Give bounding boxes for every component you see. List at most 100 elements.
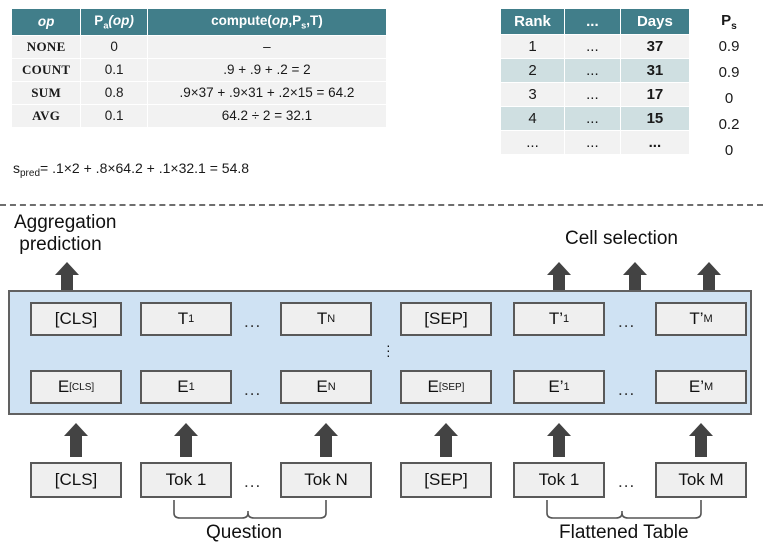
cell-ellipsis: ... bbox=[563, 34, 621, 59]
table-header-row: Rank ... Days bbox=[500, 8, 691, 35]
cell-compute: .9×37 + .9×31 + .2×15 = 64.2 bbox=[146, 80, 388, 105]
table-row: COUNT 0.1 .9 + .9 + .2 = 2 bbox=[10, 57, 388, 82]
cell-op: SUM bbox=[10, 80, 82, 105]
embedding-token-e1-prime: E’1 bbox=[513, 370, 605, 404]
ps-column-header: Ps bbox=[700, 8, 758, 34]
column-header-days: Days bbox=[619, 8, 691, 35]
cell-days: 31 bbox=[619, 58, 691, 83]
cell-days: 37 bbox=[619, 34, 691, 59]
compute-mid: ,P bbox=[288, 13, 302, 28]
cell-selection-arrow-icon bbox=[546, 262, 572, 296]
input-token-cls: [CLS] bbox=[30, 462, 122, 498]
output-token-tm-prime: T’M bbox=[655, 302, 747, 336]
compute-pre: compute( bbox=[211, 13, 272, 28]
flattened-table-brace bbox=[545, 500, 703, 520]
table-row: 1 ... 37 bbox=[500, 34, 691, 59]
token-subscript: 1 bbox=[563, 381, 570, 393]
compute-op: op bbox=[271, 13, 289, 28]
cell-selection-arrow-icon bbox=[622, 262, 648, 296]
table-header-row: op Pa(op) compute(op,Ps,T) bbox=[10, 8, 388, 36]
input-arrow-icon bbox=[546, 423, 572, 457]
table-row: ... ... ... bbox=[500, 130, 691, 155]
pa-tail: (op) bbox=[108, 13, 134, 28]
aggregation-operator-table: op Pa(op) compute(op,Ps,T) NONE 0 – COUN… bbox=[10, 8, 388, 128]
token-subscript: N bbox=[327, 313, 336, 325]
cell-pa: 0.8 bbox=[80, 80, 148, 105]
cell-ellipsis: ... bbox=[563, 106, 621, 131]
question-tokens-ellipsis: ... bbox=[244, 472, 262, 491]
dot: · bbox=[386, 342, 391, 358]
token-label: T bbox=[548, 309, 560, 328]
prime-mark: ’ bbox=[559, 309, 564, 328]
input-token-tokm-table: Tok M bbox=[655, 462, 747, 498]
dot: · bbox=[386, 347, 391, 363]
cell-days: ... bbox=[619, 130, 691, 155]
input-token-tok1-table: Tok 1 bbox=[513, 462, 605, 498]
token-subscript: [SEP] bbox=[438, 381, 465, 393]
output-token-t1-prime: T’1 bbox=[513, 302, 605, 336]
output-token-sep: [SEP] bbox=[400, 302, 492, 336]
cell-rank: ... bbox=[500, 130, 565, 155]
embedding-token-cls: E[CLS] bbox=[30, 370, 122, 404]
ps-value: 0.2 bbox=[718, 116, 740, 133]
ps-value: 0.9 bbox=[718, 38, 740, 55]
prime-mark: ’ bbox=[700, 377, 704, 396]
token-subscript: 1 bbox=[563, 313, 570, 325]
cell-rank: 2 bbox=[500, 58, 565, 83]
cell-compute: 64.2 ÷ 2 = 32.1 bbox=[146, 103, 388, 128]
input-token-sep: [SEP] bbox=[400, 462, 492, 498]
token-label: [SEP] bbox=[424, 309, 468, 328]
token-label: T bbox=[177, 309, 189, 328]
column-header-rank: Rank bbox=[500, 8, 565, 35]
token-label: E bbox=[57, 377, 70, 396]
aggregation-output-arrow-icon bbox=[54, 262, 80, 296]
input-arrow-icon bbox=[433, 423, 459, 457]
column-header-compute: compute(op,Ps,T) bbox=[146, 8, 388, 36]
cell-ellipsis: ... bbox=[563, 82, 621, 107]
embedding-token-em-prime: E’M bbox=[655, 370, 747, 404]
token-label: T bbox=[316, 309, 328, 328]
cell-selection-arrow-icon bbox=[696, 262, 722, 296]
cell-op: COUNT bbox=[10, 57, 82, 82]
token-subscript: 1 bbox=[188, 381, 195, 393]
input-token-tok1-question: Tok 1 bbox=[140, 462, 232, 498]
cell-rank: 1 bbox=[500, 34, 565, 59]
token-subscript: N bbox=[327, 381, 336, 393]
token-subscript: 1 bbox=[188, 313, 195, 325]
ps-probability-column: Ps 0.9 0.9 0 0.2 0 bbox=[700, 8, 758, 164]
cell-compute: .9 + .9 + .2 = 2 bbox=[146, 57, 388, 82]
dot: · bbox=[386, 337, 391, 353]
compute-tail: ,T) bbox=[306, 13, 323, 28]
table-row: 4 ... 15 bbox=[500, 106, 691, 131]
output-row-ellipsis: ... bbox=[244, 312, 262, 331]
section-divider bbox=[0, 204, 763, 206]
token-label: E bbox=[316, 377, 328, 396]
cell-days: 15 bbox=[619, 106, 691, 131]
token-label: E bbox=[548, 377, 560, 396]
s-pred-equation: spred= .1×2 + .8×64.2 + .1×32.1 = 54.8 bbox=[13, 160, 249, 179]
cell-pa: 0 bbox=[80, 34, 148, 59]
ps-value: 0.9 bbox=[718, 64, 740, 81]
transformer-encoder-block bbox=[8, 290, 752, 415]
cell-ellipsis: ... bbox=[563, 130, 621, 155]
ps-header-base: P bbox=[721, 12, 732, 29]
flattened-table-label: Flattened Table bbox=[559, 522, 689, 543]
token-label: E bbox=[427, 377, 439, 396]
s-pred-subscript: pred bbox=[20, 168, 41, 179]
token-label: [CLS] bbox=[54, 309, 98, 328]
embedding-token-sep: E[SEP] bbox=[400, 370, 492, 404]
cell-op: AVG bbox=[10, 103, 82, 128]
token-label: E bbox=[177, 377, 189, 396]
column-header-op: op bbox=[10, 8, 82, 36]
pa-base: P bbox=[94, 13, 104, 28]
ps-value: 0 bbox=[724, 90, 734, 107]
token-subscript: M bbox=[703, 313, 713, 325]
cell-compute: – bbox=[146, 34, 388, 59]
table-row: SUM 0.8 .9×37 + .9×31 + .2×15 = 64.2 bbox=[10, 80, 388, 105]
token-label: T bbox=[689, 309, 700, 328]
output-token-cls: [CLS] bbox=[30, 302, 122, 336]
embedding-row-ellipsis: ... bbox=[618, 380, 636, 399]
input-arrow-icon bbox=[63, 423, 89, 457]
